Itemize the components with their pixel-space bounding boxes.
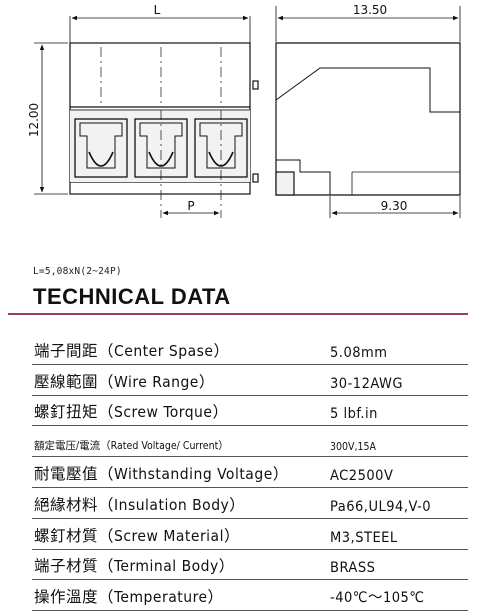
- spec-label: 螺釘材質（Screw Material）: [34, 526, 240, 545]
- spec-value: -40℃～105℃: [330, 590, 425, 607]
- spec-value: M3,STEEL: [330, 529, 398, 546]
- spec-table: 端子間距（Center Spase） 5.08mm 壓線範圍（Wire Range）…: [32, 334, 468, 611]
- spec-row: 操作溫度（Temperature） -40℃～105℃: [32, 580, 468, 611]
- spec-row: 壓線範圍（Wire Range） 30-12AWG: [32, 365, 468, 396]
- dim-base-label: 9.30: [381, 199, 408, 213]
- spec-row: 耐電壓值（Withstanding Voltage） AC2500V: [32, 457, 468, 488]
- spec-row: 螺釘材質（Screw Material） M3,STEEL: [32, 519, 468, 550]
- spec-label: 壓線範圍（Wire Range）: [34, 372, 215, 391]
- spec-label: 螺釘扭矩（Screw Torque）: [34, 403, 229, 422]
- spec-row: 絕緣材料（Insulation Body） Pa66,UL94,V-0: [32, 488, 468, 519]
- accent-divider: [8, 313, 468, 315]
- spec-value: Pa66,UL94,V-0: [330, 498, 432, 515]
- spec-value: AC2500V: [330, 467, 394, 484]
- spec-row: 端子材質（Terminal Body） BRASS: [32, 550, 468, 581]
- front-view: [34, 15, 251, 218]
- spec-label: 端子間距（Center Spase）: [34, 341, 230, 360]
- spec-row: 螺釘扭矩（Screw Torque） 5 lbf.in: [32, 396, 468, 427]
- length-formula-note: L=5,08xN(2~24P): [33, 266, 122, 277]
- terminal-cavity: [74, 118, 128, 178]
- spec-value: 5.08mm: [330, 344, 388, 361]
- spec-label: 端子材質（Terminal Body）: [34, 557, 235, 576]
- spec-label: 操作溫度（Temperature）: [34, 588, 224, 607]
- technical-data-heading: TECHNICAL DATA: [33, 284, 231, 309]
- spec-value: 5 lbf.in: [330, 406, 378, 423]
- technical-drawing: L 13.50 12.00 P 9.30: [27, 3, 461, 218]
- spec-label: 額定電压/電流（Rated Voltage/ Current）: [34, 440, 229, 453]
- dim-depth-label: 13.50: [353, 3, 387, 17]
- side-view: [252, 6, 461, 218]
- dim-length-label: L: [154, 3, 161, 17]
- spec-value: 30-12AWG: [330, 375, 404, 392]
- spec-value: 300V,15A: [330, 441, 376, 454]
- spec-value: BRASS: [330, 560, 376, 577]
- spec-row: 端子間距（Center Spase） 5.08mm: [32, 334, 468, 365]
- dim-height-label: 12.00: [27, 103, 41, 137]
- spec-label: 絕緣材料（Insulation Body）: [34, 495, 246, 514]
- dim-pitch-label: P: [187, 199, 194, 213]
- spec-label: 耐電壓值（Withstanding Voltage）: [34, 464, 289, 483]
- spec-row: 額定電压/電流（Rated Voltage/ Current） 300V,15A: [32, 426, 468, 458]
